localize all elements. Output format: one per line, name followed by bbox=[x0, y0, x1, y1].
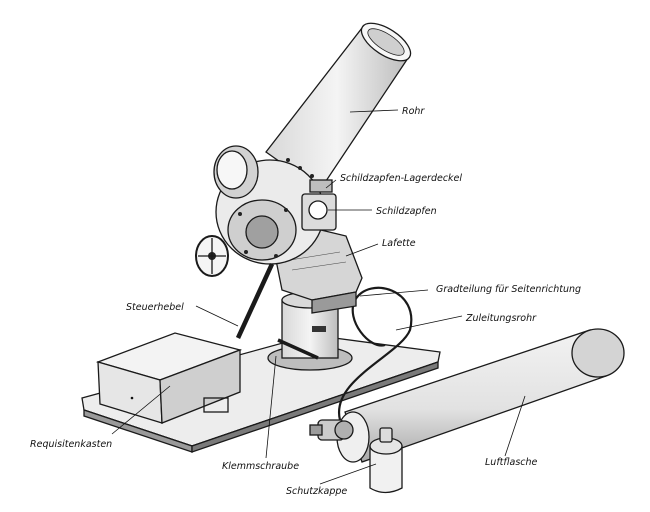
label-lafette: Lafette bbox=[382, 238, 416, 249]
luftflasche-cylinder bbox=[336, 328, 625, 463]
label-luftflasche: Luftflasche bbox=[485, 457, 538, 468]
steuerhebel-lever bbox=[235, 263, 275, 339]
label-requisitenkasten: Requisitenkasten bbox=[30, 439, 112, 450]
zuleitungsrohr-hose bbox=[337, 286, 413, 421]
valve-assembly bbox=[309, 419, 354, 441]
label-gradteilung: Gradteilung für Seitenrichtung bbox=[436, 284, 581, 295]
klemmschraube-lever bbox=[277, 338, 319, 360]
requisitenkasten-box bbox=[95, 332, 243, 424]
label-rohr: Rohr bbox=[402, 106, 425, 117]
gauge-cap bbox=[213, 145, 259, 199]
schutzkappe-cap bbox=[369, 427, 403, 494]
leader-lines bbox=[111, 109, 526, 485]
label-schutzkappe: Schutzkappe bbox=[286, 486, 347, 497]
label-schildzapfen-lagerdeckel: Schildzapfen-Lagerdeckel bbox=[340, 173, 462, 184]
label-zuleitungsrohr: Zuleitungsrohr bbox=[465, 313, 537, 324]
handwheel bbox=[195, 235, 229, 277]
rohr-barrel bbox=[265, 22, 412, 191]
label-klemmschraube: Klemmschraube bbox=[222, 461, 299, 472]
label-schildzapfen: Schildzapfen bbox=[376, 206, 437, 217]
label-steuerhebel: Steuerhebel bbox=[126, 302, 184, 313]
schildzapfen-trunnion bbox=[301, 179, 337, 231]
